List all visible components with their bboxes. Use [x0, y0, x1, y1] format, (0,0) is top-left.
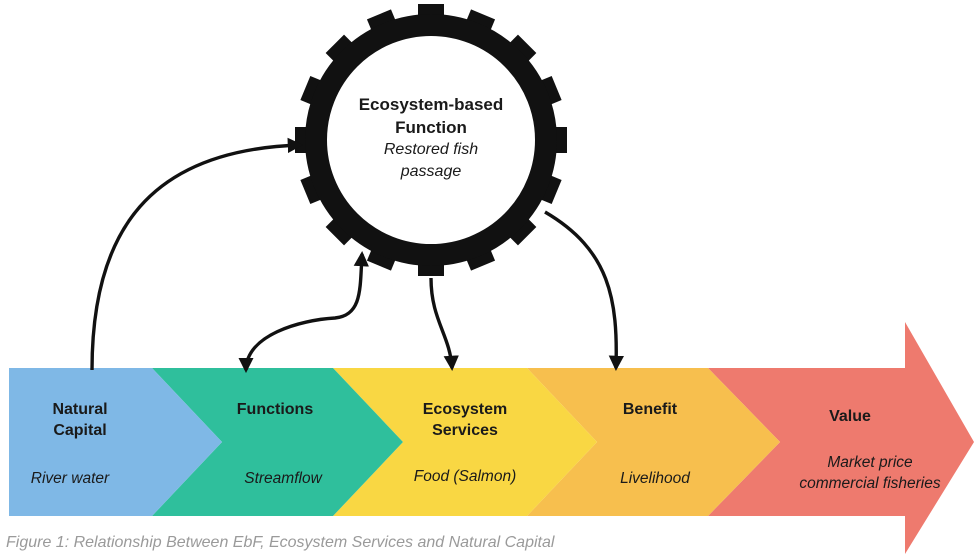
stage-title: Benefit	[622, 401, 678, 418]
stage-functions: Functions	[210, 399, 340, 420]
stage-example-benefit: Livelihood	[620, 470, 690, 487]
gear-label: Ecosystem-based Function Restored fish p…	[331, 93, 531, 183]
stage-title: Value	[829, 408, 871, 425]
stage-example-natural-capital: River water	[30, 470, 110, 487]
stage-natural-capital: Natural Capital	[10, 399, 150, 441]
gear-title-line1: Ecosystem-based	[358, 95, 504, 114]
arrow-natural-capital-to-gear	[90, 137, 304, 371]
stage-band-value	[708, 322, 974, 554]
stage-ecosystem-services: Ecosystem Services	[395, 399, 535, 441]
stage-band-natural-capital	[9, 368, 222, 516]
gear-title-line2: Function	[395, 118, 467, 137]
gear-example-line2: passage	[400, 163, 462, 180]
stage-example-line2: commercial fisheries	[799, 475, 941, 492]
stage-band-benefit	[527, 368, 780, 516]
stage-value: Value	[790, 406, 910, 427]
stage-example-line1: Market price	[827, 454, 913, 471]
stage-title: Functions	[236, 401, 314, 418]
stage-example-ecosystem-services: Food (Salmon)	[413, 468, 517, 485]
stage-title-line2: Services	[432, 422, 498, 439]
stage-example-functions: Streamflow	[244, 470, 322, 487]
figure-caption: Figure 1: Relationship Between EbF, Ecos…	[6, 534, 555, 551]
gear-icon	[295, 4, 567, 276]
stage-band-ecosystem-services	[333, 368, 597, 516]
stage-title-line2: Capital	[53, 422, 107, 439]
stage-benefit: Benefit	[590, 399, 710, 420]
arrow-gear-to-ecosystem-services	[429, 277, 459, 372]
stage-example-value: Market price commercial fisheries	[790, 452, 950, 494]
stage-title: Ecosystem	[422, 401, 508, 418]
arrow-gear-to-benefit	[544, 210, 625, 372]
arrow-gear-functions-bidirectional	[238, 250, 369, 374]
gear-example-line1: Restored fish	[383, 141, 479, 158]
stage-title: Natural	[52, 401, 108, 418]
stage-band-functions	[152, 368, 403, 516]
